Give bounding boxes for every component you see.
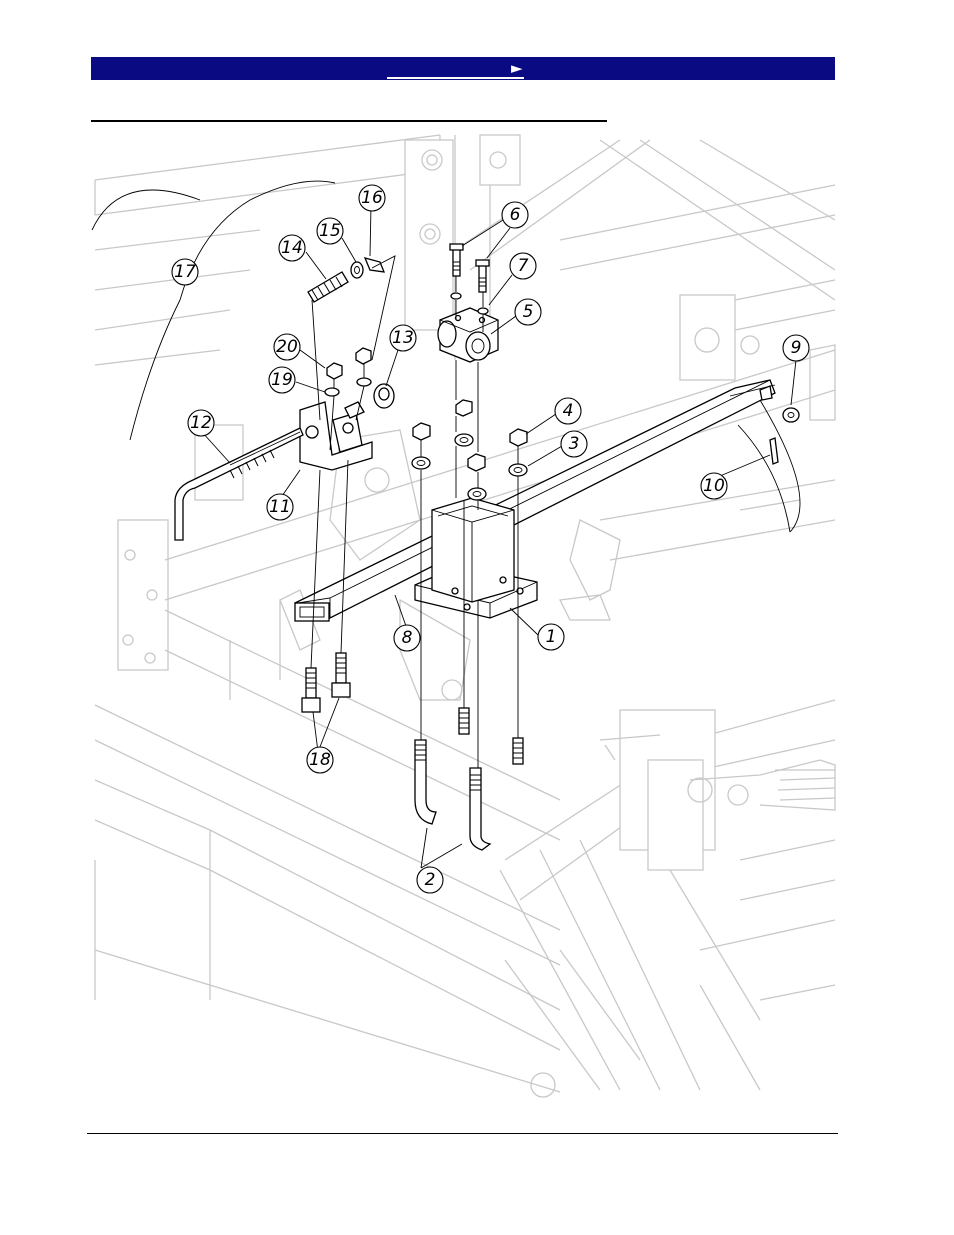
callout-1: 1 (538, 624, 564, 650)
svg-text:2: 2 (425, 870, 436, 890)
callout-4: 4 (555, 398, 581, 424)
svg-text:6: 6 (510, 205, 521, 225)
svg-text:13: 13 (392, 328, 414, 348)
callout-11: 11 (267, 494, 293, 520)
callout-10: 10 (701, 473, 727, 499)
svg-text:8: 8 (402, 628, 413, 648)
cable-part-17 (130, 181, 335, 440)
lock-washer-part-7b (478, 308, 488, 314)
svg-text:4: 4 (563, 401, 574, 421)
svg-text:5: 5 (523, 302, 534, 322)
svg-text:3: 3 (569, 434, 580, 454)
svg-text:15: 15 (319, 221, 341, 241)
nut-part-20 (327, 363, 342, 379)
svg-text:12: 12 (190, 413, 212, 433)
svg-text:16: 16 (361, 188, 383, 208)
callout-5: 5 (515, 299, 541, 325)
spring-bolt-part-18 (302, 653, 350, 712)
footer-rule (87, 1133, 838, 1134)
nut-part-13a (356, 348, 371, 364)
spring-part-14 (308, 272, 348, 302)
clip-part-16 (365, 258, 384, 272)
callout-14: 14 (279, 235, 305, 261)
svg-text:18: 18 (309, 750, 331, 770)
nuts-and-washers (412, 400, 527, 500)
u-bolt-part-2 (415, 708, 523, 850)
callout-7: 7 (510, 253, 536, 279)
callout-6: 6 (502, 202, 528, 228)
svg-text:11: 11 (269, 497, 291, 517)
callout-8: 8 (394, 625, 420, 651)
svg-text:14: 14 (281, 238, 303, 258)
callout-20: 20 (274, 334, 300, 360)
callout-15: 15 (317, 218, 343, 244)
washer-part-19 (325, 388, 339, 396)
svg-text:7: 7 (518, 256, 529, 276)
lock-washer-part-7a (451, 293, 461, 299)
callout-13: 13 (390, 325, 416, 351)
svg-text:9: 9 (791, 338, 802, 358)
callout-16: 16 (359, 185, 385, 211)
callout-17: 17 (172, 259, 198, 285)
callout-9: 9 (783, 335, 809, 361)
svg-text:1: 1 (546, 627, 557, 647)
svg-text:17: 17 (174, 262, 196, 282)
washer-part-15 (351, 262, 363, 278)
callout-2: 2 (417, 867, 443, 893)
callout-19: 19 (269, 367, 295, 393)
roller-part-13 (374, 384, 394, 408)
svg-text:10: 10 (703, 476, 725, 496)
callout-12: 12 (188, 410, 214, 436)
callout-18: 18 (307, 747, 333, 773)
machine-frame-background (95, 135, 835, 1097)
svg-text:20: 20 (276, 337, 298, 357)
cotter-pin-part-10 (770, 438, 778, 464)
washer-part-9 (783, 408, 799, 422)
callout-3: 3 (561, 431, 587, 457)
svg-text:19: 19 (271, 370, 293, 390)
